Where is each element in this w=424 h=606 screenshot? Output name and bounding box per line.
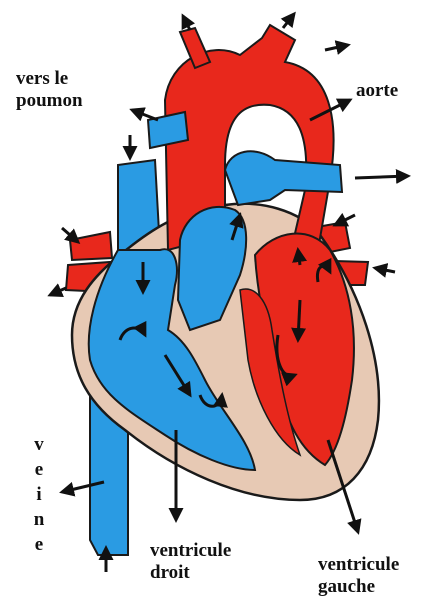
label-lung-line2: poumon	[16, 90, 83, 111]
label-vein-letter: v	[32, 432, 46, 457]
label-vein-letter: e	[32, 457, 46, 482]
label-vein-letter: e	[32, 532, 46, 557]
label-right-ventricle-line1: ventricule	[150, 540, 231, 561]
label-vein: v e i n e	[32, 432, 46, 557]
label-right-ventricle: ventricule droit	[150, 540, 231, 584]
label-lung-line1: vers le	[16, 68, 68, 89]
label-left-ventricle-line2: gauche	[318, 576, 375, 597]
label-vein-letter: n	[32, 507, 46, 532]
label-lung: vers le poumon	[16, 68, 83, 112]
label-left-ventricle: ventricule gauche	[318, 554, 399, 598]
label-aorta: aorte	[356, 80, 398, 102]
label-left-ventricle-line1: ventricule	[318, 554, 399, 575]
label-right-ventricle-line2: droit	[150, 562, 190, 583]
label-vein-letter: i	[32, 482, 46, 507]
